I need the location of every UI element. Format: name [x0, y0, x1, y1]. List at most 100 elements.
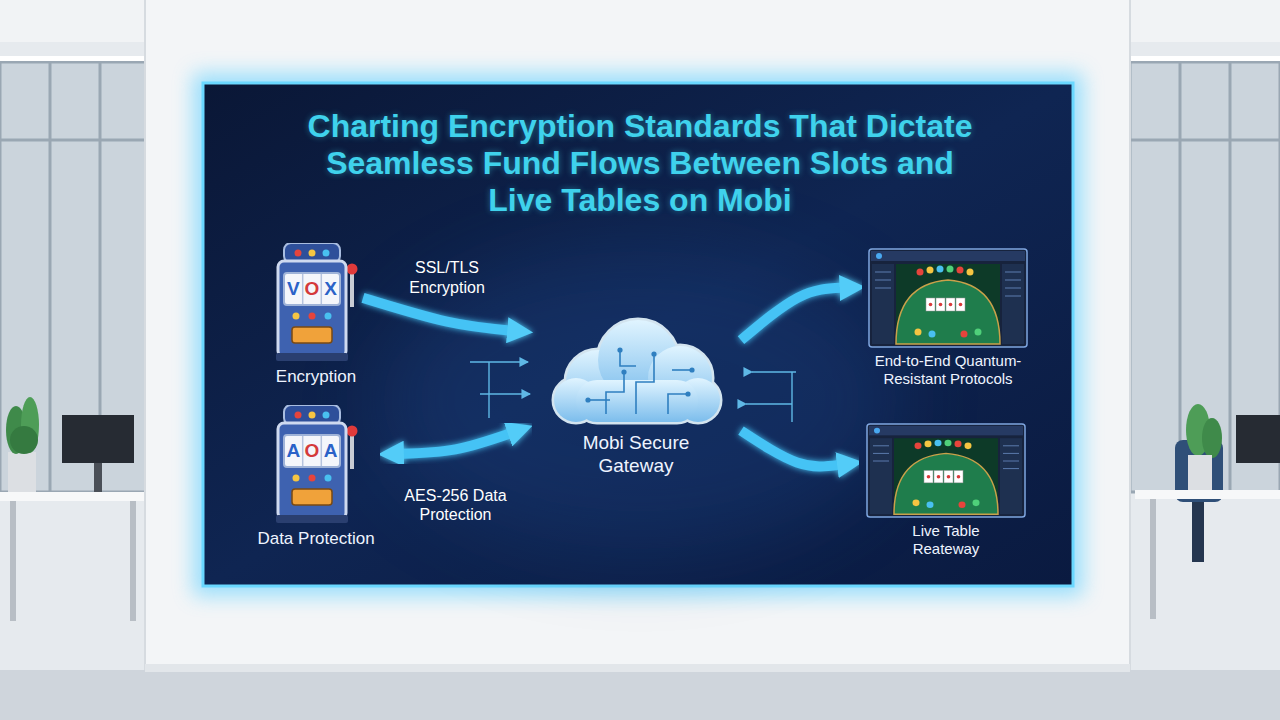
screen-glow	[193, 73, 1083, 596]
right-window	[1130, 56, 1280, 492]
illustration-part	[934, 471, 943, 483]
reel-symbol: O	[303, 440, 321, 462]
illustration-part	[945, 440, 952, 447]
flow-arrow	[402, 433, 510, 453]
illustration-part	[913, 499, 920, 506]
illustration-part	[295, 250, 302, 257]
screen-illustration	[868, 248, 1028, 348]
illustration-part	[875, 280, 891, 281]
illustration-part	[309, 475, 316, 482]
illustration-part	[896, 280, 1000, 344]
illustration-part	[0, 62, 150, 492]
illustration-part	[292, 327, 332, 343]
illustration-part	[94, 463, 102, 492]
illustration-part	[924, 471, 933, 483]
illustration-part	[302, 274, 304, 304]
illustration-part	[917, 269, 924, 276]
illustration-part	[309, 412, 316, 419]
illustration-part	[554, 320, 720, 422]
live-table-screen: Live Table Reateway	[861, 423, 1031, 558]
illustration-part	[620, 350, 636, 366]
illustration-part	[617, 347, 622, 352]
illustration-part	[954, 471, 963, 483]
illustration-part	[672, 369, 692, 371]
cloud-illustration	[536, 310, 736, 428]
illustration-part	[959, 501, 966, 508]
illustration-part	[975, 329, 982, 336]
illustration-part	[10, 426, 38, 454]
illustration-part	[274, 405, 358, 525]
illustration-part	[554, 320, 720, 422]
illustration-part	[0, 492, 150, 501]
illustration-part	[875, 288, 891, 289]
illustration-part	[1130, 62, 1280, 492]
illustration-part	[915, 329, 922, 336]
illustration-part	[1130, 56, 1280, 61]
illustration-part	[869, 426, 1023, 436]
illustration-part	[0, 62, 150, 492]
illustration-part	[867, 424, 1025, 517]
illustration-part	[1130, 139, 1280, 142]
illustration-part	[1005, 272, 1021, 273]
illustration-part	[1005, 288, 1021, 289]
flow-arrow	[741, 288, 842, 340]
node-label: Encryption	[276, 367, 356, 387]
feature-wall	[145, 0, 1130, 672]
slot-illustration: AOA	[274, 405, 358, 525]
illustration-part	[937, 266, 944, 273]
illustration-part	[1005, 296, 1021, 297]
screen-illustration	[866, 423, 1026, 518]
live-table-screen: End-to-End Quantum-Resistant Protocols	[863, 248, 1033, 388]
illustration-part	[621, 369, 626, 374]
wall-edge	[1129, 0, 1131, 672]
illustration-part	[651, 351, 656, 356]
illustration-part	[959, 303, 963, 307]
reel-symbol: A	[284, 440, 302, 462]
illustration-part	[949, 303, 953, 307]
illustration-part	[1179, 62, 1182, 492]
left-window	[0, 56, 150, 492]
illustration-part	[284, 435, 340, 467]
illustration-part	[937, 475, 941, 478]
illustration-part	[752, 371, 796, 372]
illustration-part	[0, 139, 150, 142]
illustration-part	[302, 436, 304, 466]
illustration-part	[576, 380, 698, 422]
illustration-part	[10, 501, 16, 621]
illustration-part	[480, 393, 530, 394]
illustration-part	[1003, 461, 1019, 462]
illustration-part	[350, 273, 354, 307]
illustration-part	[0, 56, 150, 61]
illustration-part	[925, 441, 932, 448]
flow-arrow	[363, 298, 509, 331]
illustration-part	[278, 261, 346, 357]
illustration-part	[130, 501, 136, 621]
illustration-part	[1150, 499, 1156, 619]
slot-machine-node: VOXEncryption	[269, 243, 363, 387]
floor	[0, 670, 1280, 720]
flow-arrow	[741, 431, 839, 467]
node-label: Data Protection	[257, 529, 374, 549]
wall-edge	[144, 0, 146, 672]
illustration-part	[293, 313, 300, 320]
illustration-part	[295, 412, 302, 419]
display-screen	[203, 83, 1073, 586]
illustration-part	[929, 303, 963, 307]
illustration-part	[866, 423, 1026, 518]
illustration-part	[606, 372, 624, 414]
illustration-part	[685, 391, 690, 396]
illustration-part	[350, 435, 354, 469]
illustration-part	[1192, 502, 1204, 562]
illustration-part	[321, 274, 323, 304]
illustration-part	[876, 253, 882, 259]
illustration-part	[1000, 438, 1022, 514]
illustration-part	[870, 438, 892, 514]
illustration-part	[947, 475, 951, 478]
illustration-part	[967, 269, 974, 276]
illustration-part	[323, 412, 330, 419]
edge-label: AES-256 Data Protection	[393, 486, 518, 525]
illustration-part	[325, 475, 332, 482]
illustration-part	[1003, 468, 1019, 469]
